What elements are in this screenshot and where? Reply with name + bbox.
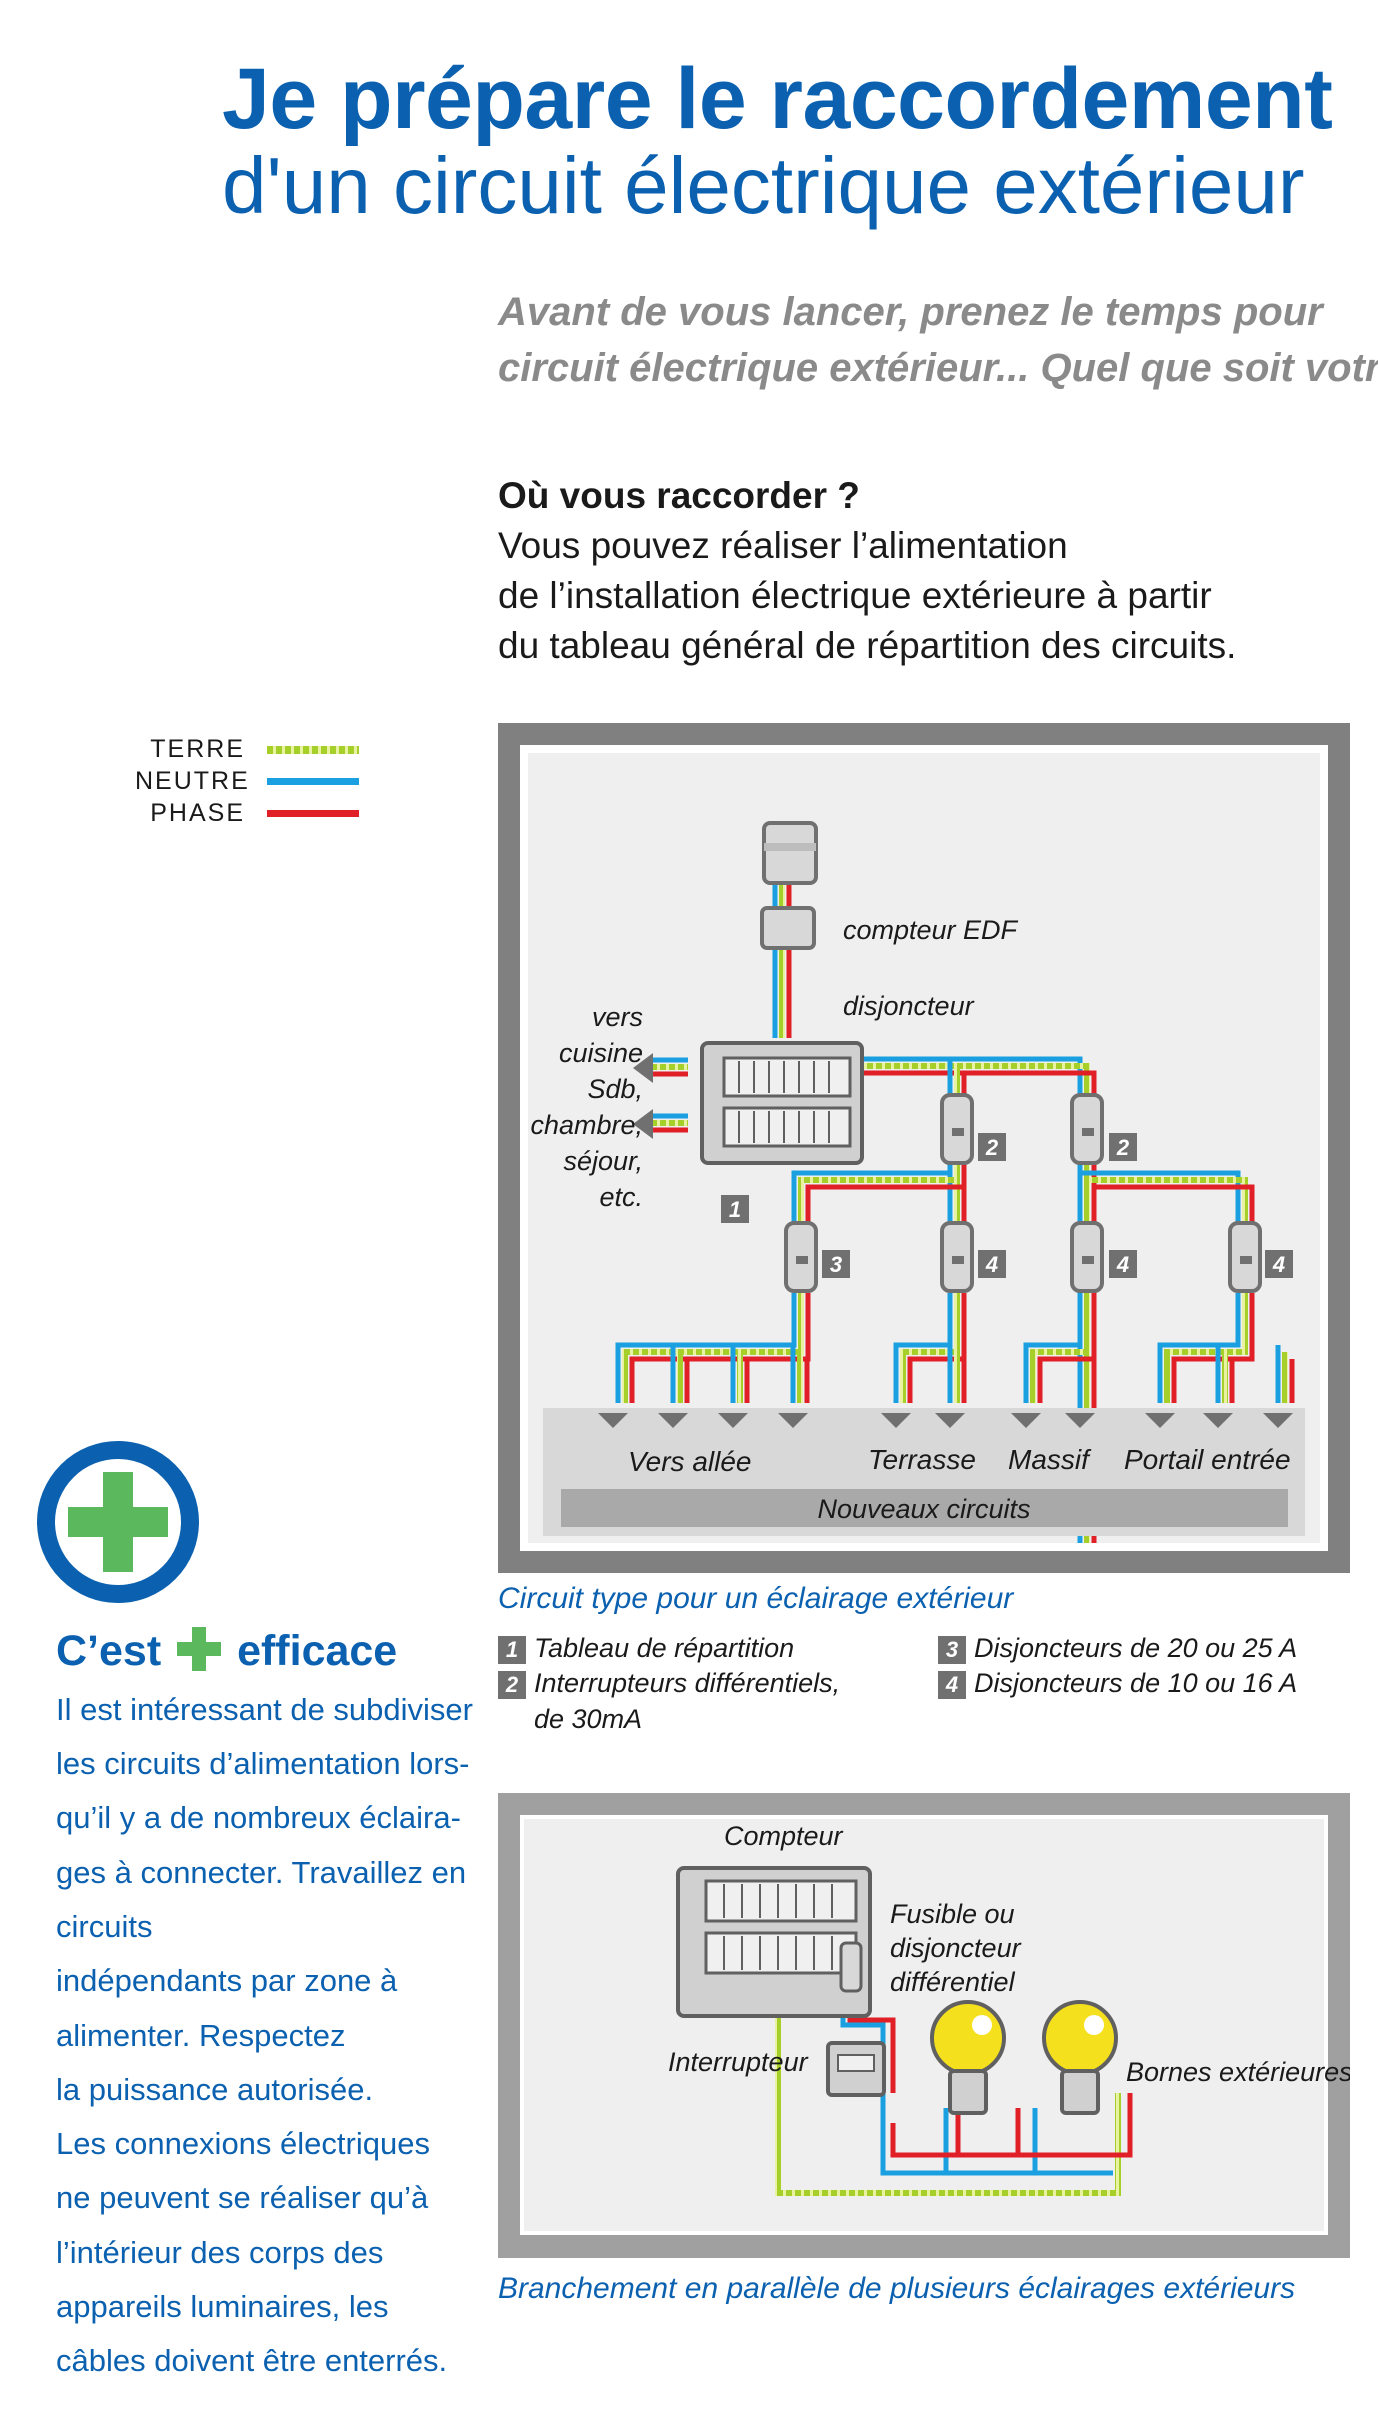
marker-4: 4 [985,1252,998,1277]
legend-swatch-phase [267,810,359,817]
tip-line: l’intérieur des corps des [56,2235,384,2270]
zone-label: Portail entrée [1124,1444,1291,1475]
page-title: Je prépare le raccordement [222,51,1333,147]
bulb-icon [1042,2000,1118,2115]
circuit-diagram: 1 2 2 3 4 4 4 compteur EDF disjoncteur v… [498,723,1350,1573]
switch-icon [826,2041,886,2097]
bulb-icon [930,2000,1006,2115]
legend-label-phase: PHASE [150,799,245,827]
marker-1: 1 [729,1197,741,1222]
vers-label: cuisine [559,1038,643,1068]
legend-label-terre: TERRE [150,735,245,763]
tip-line: la puissance autorisée. [56,2072,374,2107]
meter-label: compteur EDF [843,915,1019,945]
tip-title: C’est efficace [56,1627,398,1675]
vers-label: séjour, [563,1146,643,1176]
key-item-2-cont: de 30mA [534,1704,643,1734]
legend-swatch-terre [267,746,359,754]
zone-label: Terrasse [868,1444,976,1475]
plus-icon [177,1627,222,1671]
tip-line: Les connexions électriques [56,2126,430,2161]
tip-line: ne peuvent se réaliser qu’à [56,2180,429,2215]
tip-line: qu’il y a de nombreux éclaira- [56,1800,461,1835]
new-circuits-label: Nouveaux circuits [817,1494,1030,1524]
meter-label: Compteur [724,1821,844,1851]
intro-line-1: Avant de vous lancer, prenez le temps po… [498,290,1323,334]
marker-4: 4 [1272,1252,1285,1277]
question-line-1: Vous pouvez réaliser l’alimentation [498,525,1068,566]
vers-label: chambre, [530,1110,643,1140]
zone-label: Vers allée [628,1446,751,1477]
question-line-3: du tableau général de répartition des ci… [498,625,1237,666]
fuse-label: disjoncteur [890,1933,1022,1963]
plus-circle-icon [37,1441,199,1603]
tip-line: les circuits d’alimentation lors- [56,1746,470,1781]
parallel-wiring-diagram: Compteur Fusible ou disjoncteur différen… [498,1793,1350,2258]
vers-label: etc. [599,1182,643,1212]
distribution-board-icon [700,1041,864,1165]
tip-line: circuits [56,1909,153,1944]
legend-label-neutre: NEUTRE [135,767,250,795]
switch-label: Interrupteur [668,2047,809,2077]
tip-line: indépendants par zone à [56,1963,398,1998]
section-heading: Où vous raccorder ? [498,475,860,516]
page-subtitle: d'un circuit électrique extérieur [222,141,1305,230]
tip-line: ges à connecter. Travaillez en [56,1855,467,1890]
tip-line: Il est intéressant de subdiviser [56,1692,473,1727]
tip-line: câbles doivent être enterrés. [56,2343,448,2378]
meter-icon [762,821,818,885]
fuse-label: Fusible ou [890,1899,1015,1929]
marker-2: 2 [985,1135,999,1160]
diagram1-caption: Circuit type pour un éclairage extérieur [498,1582,1014,1615]
main-breaker-label: disjoncteur [843,991,975,1021]
meter-board-icon [676,1866,872,2018]
main-breaker-icon [760,906,816,950]
marker-2: 2 [1116,1135,1130,1160]
marker-3: 3 [830,1252,842,1277]
vers-label: vers [592,1002,643,1032]
question-line-2: de l’installation électrique extérieure … [498,575,1212,616]
intro-line-2: circuit électrique extérieur... Quel que… [498,346,1378,390]
vers-label: Sdb, [587,1074,643,1104]
marker-4: 4 [1116,1252,1129,1277]
fuse-label: différentiel [890,1967,1016,1997]
legend-swatch-neutre [267,778,359,785]
diagram2-caption: Branchement en parallèle de plusieurs éc… [498,2272,1296,2305]
zone-label: Massif [1008,1444,1092,1475]
tip-line: alimenter. Respectez [56,2018,346,2053]
outdoor-lights-label: Bornes extérieures [1126,2057,1350,2087]
tip-line: appareils luminaires, les [56,2289,389,2324]
